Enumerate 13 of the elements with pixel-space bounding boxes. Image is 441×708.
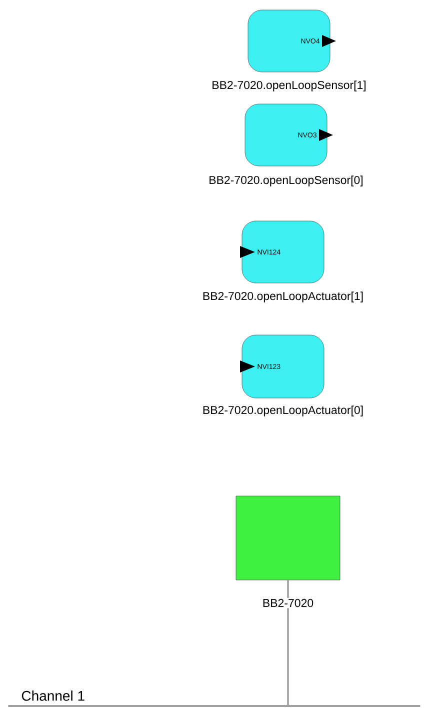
rounded-box (242, 220, 324, 284)
node-label: BB2-7020.openLoopSensor[1] (210, 80, 368, 92)
rounded-box (248, 10, 330, 72)
node-label: BB2-7020.openLoopActuator[0] (201, 404, 365, 418)
node-label: BB2-7020.openLoopActuator[1] (201, 290, 365, 304)
connector-line (287, 580, 289, 706)
channel-line (8, 705, 420, 707)
node-label: BB2-7020.openLoopSensor[0] (208, 174, 364, 188)
channel-label: Channel 1 (22, 690, 84, 701)
rounded-box (244, 104, 328, 166)
rounded-box (242, 334, 324, 398)
device-box (236, 496, 340, 580)
node-label: BB2-7020 (261, 598, 315, 608)
